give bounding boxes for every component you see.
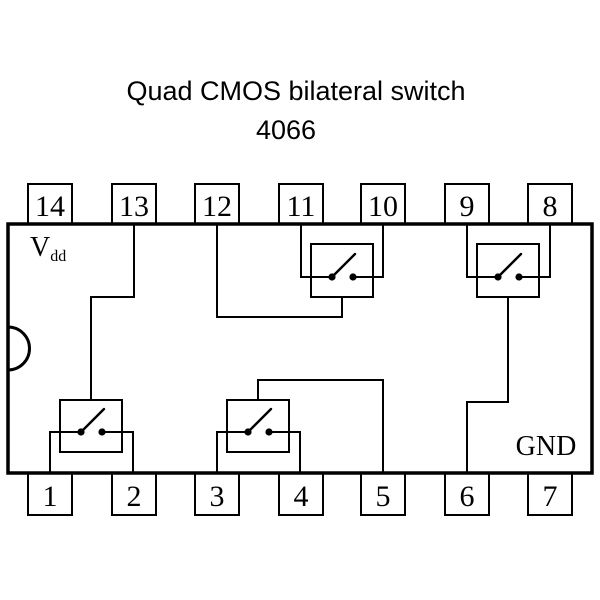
pin-box [27,183,73,225]
pin-number: 7 [543,480,558,513]
wire-pin13-control [90,224,135,400]
switch-lever-icon [496,252,523,279]
wire-pin6-control [466,297,509,473]
wire-pin9-terminal [466,224,498,278]
wire-pin2-terminal [102,431,134,473]
vdd-label: Vdd [30,232,66,265]
pin-number: 3 [210,480,225,513]
part-number: 4066 [256,115,316,145]
pin-number: 14 [35,190,65,223]
pin-bottom-4: 4 [278,472,324,516]
switch-box [310,243,374,298]
pin-bottom-5: 5 [360,472,406,516]
pin-number: 4 [294,480,309,513]
pin-number: 9 [460,190,475,223]
switch-lever-icon [330,252,357,279]
pin-number: 8 [543,190,558,223]
wire-pin10-terminal [353,224,384,278]
wire-pin1-terminal [49,431,81,473]
pin-bottom-2: 2 [111,472,157,516]
switch-1 [59,399,123,453]
switch-2 [226,399,290,453]
pin-top-12: 12 [194,183,240,225]
pin1-notch-icon [7,325,31,372]
pin-number: 5 [376,480,391,513]
pin-top-8: 8 [527,183,573,225]
pin-top-13: 13 [111,183,157,225]
switch-lever-icon [79,407,106,434]
switch-lever-icon [246,407,273,434]
pin-bottom-3: 3 [194,472,240,516]
pin-top-14: 14 [27,183,73,225]
diagram-title: Quad CMOS bilateral switch [126,76,465,106]
wire-pin3-terminal [216,431,248,473]
contact-dot-right [349,273,357,281]
wire-pin8-terminal [519,224,551,278]
pin-number: 13 [119,190,149,223]
gnd-label: GND [516,431,577,462]
vdd-label-main: V [30,232,50,263]
pin-top-9: 9 [444,183,490,225]
contact-dot-right [98,428,106,436]
switch-box [59,399,123,453]
wire-pin4-terminal [269,431,301,473]
contact-dot-right [265,428,273,436]
pin-bottom-1: 1 [27,472,73,516]
pin-top-10: 10 [360,183,406,225]
wire-pin5-control [257,379,384,473]
switch-box [226,399,290,453]
pin-number: 11 [287,190,316,223]
vdd-label-subscript: dd [50,248,66,265]
pin-number: 12 [202,190,232,223]
pin-bottom-7: 7 [527,472,573,516]
pin-number: 2 [127,480,142,513]
pin-bottom-6: 6 [444,472,490,516]
pin-number: 10 [368,190,398,223]
pin-box [527,472,573,516]
pin-number: 1 [43,480,58,513]
switch-3 [476,243,540,298]
wire-pin11-terminal [300,224,332,278]
pin-number: 6 [460,480,475,513]
wire-pin12-control [216,224,343,318]
switch-4 [310,243,374,298]
pin-top-11: 11 [278,183,324,225]
switch-box [476,243,540,298]
contact-dot-right [515,273,523,281]
